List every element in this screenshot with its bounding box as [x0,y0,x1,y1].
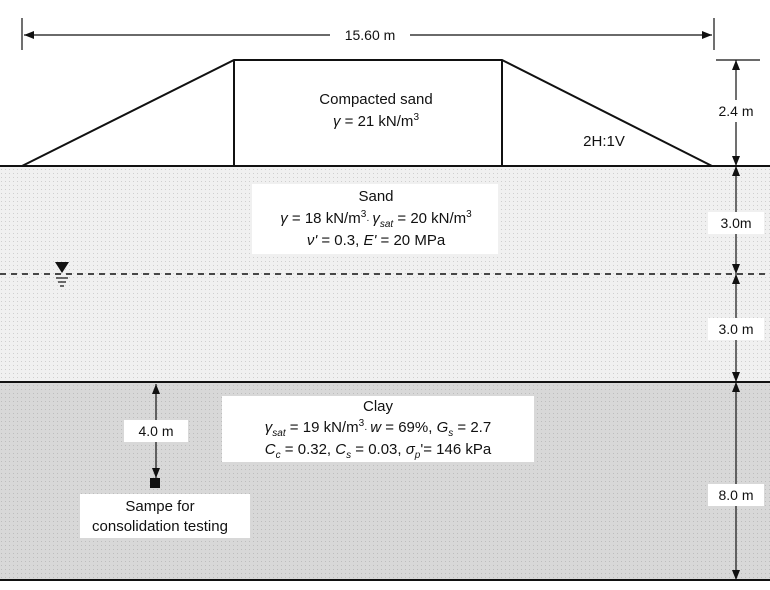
top-width-label: 15.60 m [345,27,396,43]
water-table-icon [55,262,69,287]
sample-depth-label: 4.0 m [138,423,173,439]
slope-label: 2H:1V [583,133,625,150]
clay-index-properties: γsat = 19 kN/m3· w = 69%, Gs = 2.7 [265,418,491,439]
clay-thickness-label: 8.0 m [718,487,753,503]
embankment-height-label: 2.4 m [718,103,753,119]
clay-consolidation-properties: Cc = 0.32, Cs = 0.03, σp'= 146 kPa [265,441,492,461]
sand-lower-thickness-label: 3.0 m [718,321,753,337]
sample-marker [150,478,160,488]
embankment-unit-weight: γ = 21 kN/m3 [333,112,419,130]
embankment-name: Compacted sand [319,91,432,108]
sand-elastic-properties: ν' = 0.3, E' = 20 MPa [307,232,446,249]
clay-name: Clay [363,398,394,415]
sample-label-line2: consolidation testing [92,518,228,535]
sand-unit-weights: γ = 18 kN/m3· γsat = 20 kN/m3 [280,209,472,230]
sand-upper-thickness-label: 3.0m [720,215,751,231]
sample-label-line1: Sampe for [125,498,194,515]
sand-name: Sand [358,188,393,205]
